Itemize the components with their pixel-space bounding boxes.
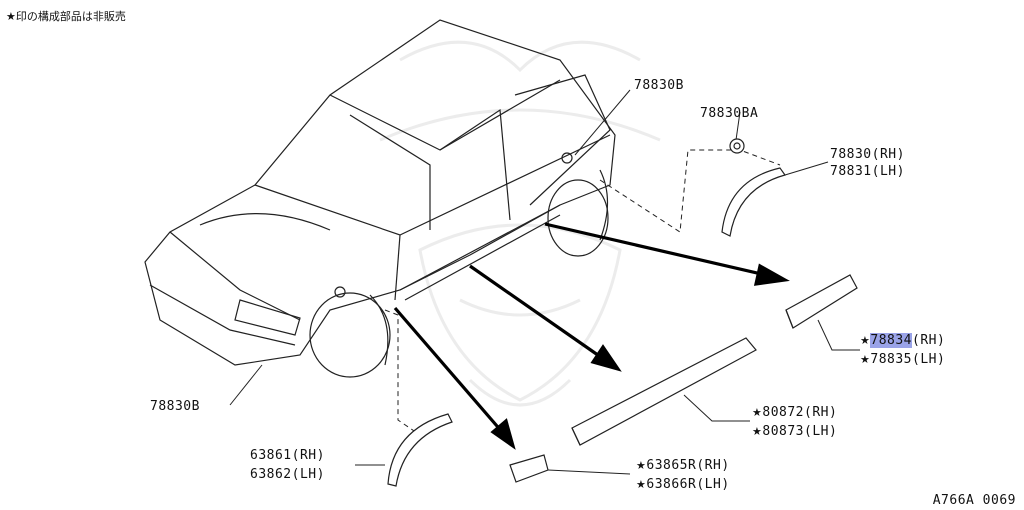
star-mark: ★ <box>636 459 647 472</box>
label-80873-text: 80873(LH) <box>762 424 838 439</box>
label-63865R-text: 63865R(RH) <box>646 458 730 473</box>
label-78834-number: 78834 <box>870 333 913 348</box>
star-mark: ★ <box>752 406 763 419</box>
label-78835-lh[interactable]: ★78835(LH) <box>860 352 945 368</box>
label-78830B-bottom[interactable]: 78830B <box>150 399 200 414</box>
label-80872-rh[interactable]: ★80872(RH) <box>752 405 837 421</box>
label-80873-lh[interactable]: ★80873(LH) <box>752 424 837 440</box>
label-63865R-rh[interactable]: ★63865R(RH) <box>636 458 730 474</box>
star-mark: ★ <box>860 353 871 366</box>
leader-lines <box>229 89 860 475</box>
non-sale-note: ★印の構成部品は非販売 <box>6 10 126 23</box>
label-78831-lh[interactable]: 78831(LH) <box>830 164 905 179</box>
car-illustration <box>144 19 616 378</box>
diagram-code: A766A 0069 <box>932 493 1016 508</box>
label-78835-text: 78835(LH) <box>870 352 946 367</box>
direction-arrows <box>393 222 790 450</box>
label-78834-rh[interactable]: ★78834(RH) <box>860 333 945 349</box>
label-63866R-lh[interactable]: ★63866R(LH) <box>636 477 730 493</box>
label-63861-rh[interactable]: 63861(RH) <box>250 448 325 463</box>
label-78830B-top[interactable]: 78830B <box>634 78 684 93</box>
label-78830BA[interactable]: 78830BA <box>700 106 759 121</box>
part-shapes <box>387 138 858 487</box>
star-mark: ★ <box>860 334 871 347</box>
label-63866R-text: 63866R(LH) <box>646 477 730 492</box>
label-78830-rh[interactable]: 78830(RH) <box>830 147 905 162</box>
star-mark: ★ <box>636 478 647 491</box>
label-78834-side: (RH) <box>912 333 946 348</box>
label-63862-lh[interactable]: 63862(LH) <box>250 467 325 482</box>
star-mark: ★ <box>752 425 763 438</box>
watermark-emblem <box>379 40 661 407</box>
label-80872-text: 80872(RH) <box>762 405 838 420</box>
